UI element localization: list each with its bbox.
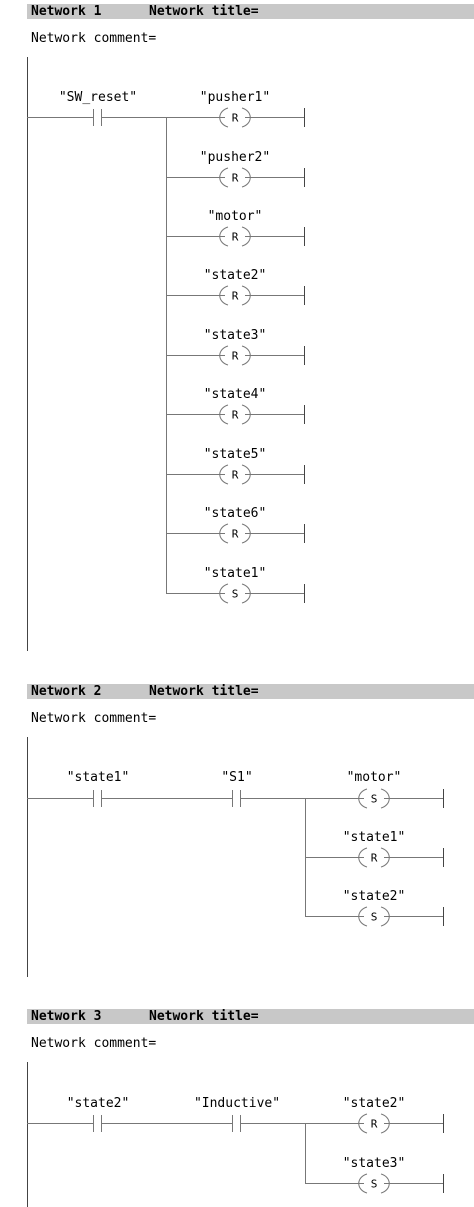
ladder-diagram: "SW_reset" "pusher1" R "pusher2" R "moto… [27,57,305,651]
coil[interactable]: "motor" R [166,209,305,247]
network-header[interactable]: Network 3 Network title= [27,1009,474,1024]
coil-type: S [371,793,378,806]
coil-type: R [232,469,239,482]
coil[interactable]: "pusher1" R [166,90,305,128]
coil[interactable]: "state1" R [305,830,444,868]
coil-label: "state1" [343,830,406,845]
coil[interactable]: "state1" S [166,566,305,604]
contact-label: "S1" [221,770,252,785]
coil-label: "state6" [204,506,267,521]
coil-label: "state5" [204,447,267,462]
contact[interactable]: "state2" [27,1096,232,1132]
contact-label: "state2" [67,1096,130,1111]
contact[interactable]: "state1" [27,770,232,807]
coil-type: R [232,231,239,244]
network-header[interactable]: Network 1 Network title= [27,4,474,19]
coil-label: "pusher2" [200,150,270,165]
network-number: Network 1 [31,4,102,19]
ladder-diagram: "state1" "S1" "motor" S "state1" R [27,737,444,977]
contact[interactable]: "SW_reset" [27,90,167,126]
contact-label: "state1" [67,770,130,785]
coil-label: "state1" [204,566,267,581]
contact-label: "SW_reset" [59,90,137,105]
coil-type: R [232,409,239,422]
ladder-diagram: "state2" "Inductive" "state2" R "state3"… [27,1062,444,1207]
coil-label: "state3" [343,1156,406,1171]
contact[interactable]: "Inductive" [194,1096,306,1132]
coil[interactable]: "state6" R [166,506,305,544]
network-header[interactable]: Network 2 Network title= [27,684,474,699]
coil-label: "motor" [208,209,263,224]
coil-type: R [232,528,239,541]
coil[interactable]: "state4" R [166,387,305,425]
network-number: Network 3 [31,1009,102,1024]
coil[interactable]: "motor" S [305,770,444,809]
coil[interactable]: "state2" R [166,268,305,306]
coil[interactable]: "state2" S [305,889,444,927]
coil-type: R [232,350,239,363]
coil-type: R [232,290,239,303]
coil-label: "state2" [343,1096,406,1111]
coil-type: R [232,172,239,185]
coil-type: S [232,588,239,601]
coil[interactable]: "state3" R [166,328,305,366]
coil[interactable]: "state3" S [305,1156,444,1194]
coil-label: "state2" [204,268,267,283]
coil-type: S [371,911,378,924]
contact[interactable]: "S1" [221,770,306,807]
coil-label: "motor" [347,770,402,785]
network-comment[interactable]: Network comment= [31,1036,157,1051]
coil[interactable]: "state2" R [305,1096,444,1134]
coil[interactable]: "pusher2" R [166,150,305,188]
coil-label: "state2" [343,889,406,904]
coil-label: "state4" [204,387,267,402]
coil-type: R [371,852,378,865]
coil-type: R [371,1118,378,1131]
contact-label: "Inductive" [194,1096,280,1111]
network-title[interactable]: Network title= [149,1009,259,1024]
network-title[interactable]: Network title= [149,684,259,699]
coil-type: S [371,1178,378,1191]
network-comment[interactable]: Network comment= [31,711,157,726]
network-title[interactable]: Network title= [149,4,259,19]
network-number: Network 2 [31,684,102,699]
coil-label: "state3" [204,328,267,343]
network-comment[interactable]: Network comment= [31,31,157,46]
coil[interactable]: "state5" R [166,447,305,485]
coil-type: R [232,112,239,125]
coil-label: "pusher1" [200,90,270,105]
